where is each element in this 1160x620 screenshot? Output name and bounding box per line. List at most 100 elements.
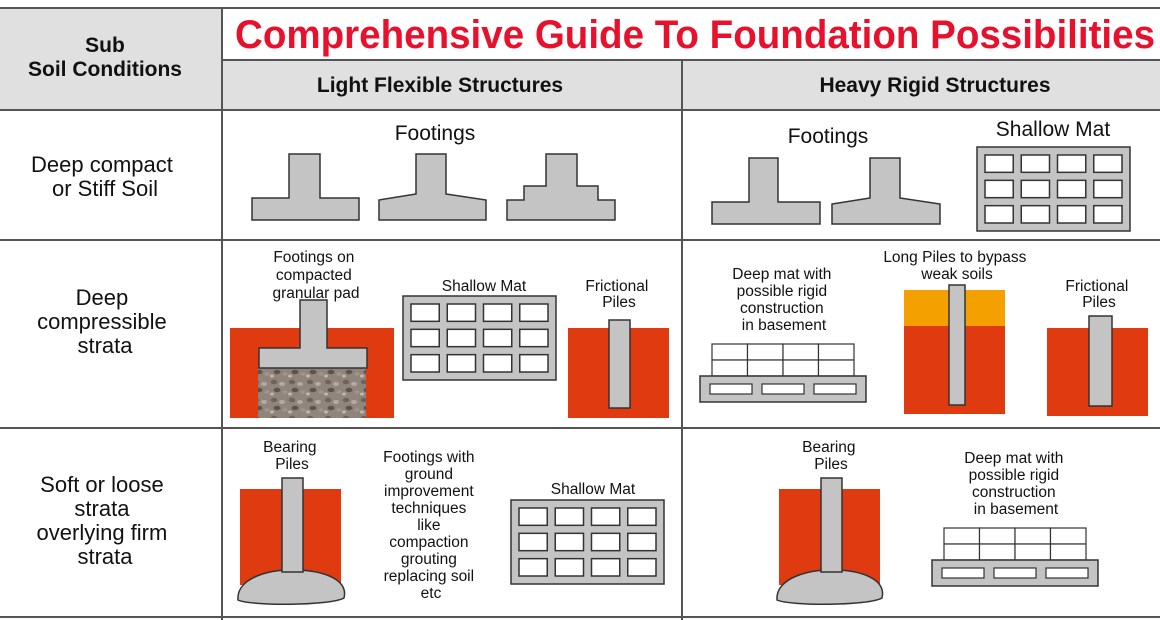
basement-cell bbox=[711, 343, 749, 361]
mat-cell bbox=[446, 328, 477, 348]
pile bbox=[820, 477, 843, 573]
mat-cell bbox=[446, 353, 477, 373]
basement-cell bbox=[1014, 543, 1052, 561]
basement-cell bbox=[978, 527, 1016, 545]
basement-cell bbox=[817, 359, 855, 377]
mat-cell bbox=[984, 204, 1014, 224]
r1-heavy-footings-label: Footings bbox=[788, 125, 869, 148]
mat-cell bbox=[410, 353, 440, 373]
raft-void bbox=[1045, 567, 1089, 579]
basement-cell bbox=[943, 527, 981, 545]
mat-cell bbox=[410, 303, 440, 323]
header-sub: Sub bbox=[85, 34, 125, 57]
r2-long-piles bbox=[904, 284, 1005, 414]
footing-t-shape bbox=[711, 157, 821, 225]
r2-shallow-mat bbox=[402, 295, 557, 381]
mat-cell bbox=[518, 532, 548, 552]
footing-sloped bbox=[831, 157, 941, 225]
r2-light-pad-label: Footings on compacted granular pad bbox=[272, 249, 359, 302]
mat-cell bbox=[590, 507, 621, 527]
mat-cell bbox=[1093, 204, 1123, 224]
firm-strata bbox=[776, 569, 884, 606]
r2-heavy-long-piles-label: Long Piles to bypass weak soils bbox=[883, 249, 1030, 283]
mat-cell bbox=[590, 532, 621, 552]
raft-void bbox=[941, 567, 985, 579]
header-heavy-rigid: Heavy Rigid Structures bbox=[819, 74, 1050, 97]
header-light-flexible: Light Flexible Structures bbox=[317, 74, 563, 97]
row-label-deep-compact: Deep compact or Stiff Soil bbox=[31, 152, 179, 201]
basement-cell bbox=[817, 343, 855, 361]
r3-light-bearing-piles bbox=[237, 477, 346, 606]
pile bbox=[608, 319, 631, 409]
r2-granular-pad-footing bbox=[230, 299, 394, 418]
basement-cell bbox=[943, 543, 981, 561]
mat-cell bbox=[554, 507, 585, 527]
mat-cell bbox=[984, 179, 1014, 199]
r2-heavy-deepmat-label: Deep mat with possible rigid constructio… bbox=[732, 266, 835, 334]
raft-void bbox=[993, 567, 1037, 579]
basement-cell bbox=[746, 359, 784, 377]
r1-heavy-footings bbox=[711, 157, 941, 225]
mat-cell bbox=[482, 353, 513, 373]
r1-heavy-mat-label: Shallow Mat bbox=[996, 118, 1111, 141]
basement-cell bbox=[978, 543, 1016, 561]
mat-cell bbox=[1093, 154, 1123, 174]
footing-sloped bbox=[378, 153, 487, 221]
mat-cell bbox=[1056, 154, 1087, 174]
page-title: Comprehensive Guide To Foundation Possib… bbox=[235, 13, 1155, 57]
basement-cell bbox=[1049, 543, 1087, 561]
basement-cell bbox=[782, 359, 820, 377]
mat-cell bbox=[1056, 204, 1087, 224]
mat-cell bbox=[554, 532, 585, 552]
row-label-deep-compressible: Deep compressible strata bbox=[37, 285, 173, 358]
raft-void bbox=[761, 383, 805, 395]
r3-heavy-bearing-piles bbox=[776, 477, 884, 606]
mat-cell bbox=[627, 532, 657, 552]
r3-light-improvement-label: Footings with ground improvement techniq… bbox=[383, 449, 479, 602]
header-soil-conditions: Soil Conditions bbox=[28, 58, 182, 81]
r3-deep-mat bbox=[931, 527, 1099, 587]
r2-heavy-piles-label: Frictional Piles bbox=[1065, 278, 1132, 311]
firm-strata bbox=[237, 569, 346, 606]
r1-light-footings bbox=[251, 153, 616, 221]
pile bbox=[948, 284, 966, 406]
r2-light-mat-label: Shallow Mat bbox=[442, 278, 527, 295]
r3-light-bearing-label: Bearing Piles bbox=[263, 439, 321, 473]
mat-cell bbox=[518, 557, 548, 577]
r2-light-frictional-piles bbox=[568, 319, 669, 418]
r3-light-mat-label: Shallow Mat bbox=[551, 481, 636, 498]
gravel-pad bbox=[258, 368, 366, 418]
table-grid bbox=[0, 7, 1160, 620]
pile bbox=[281, 477, 304, 573]
basement-cell bbox=[1049, 527, 1087, 545]
mat-cell bbox=[446, 303, 477, 323]
mat-cell bbox=[554, 557, 585, 577]
mat-cell bbox=[482, 328, 513, 348]
pile bbox=[1088, 315, 1113, 407]
mat-cell bbox=[1020, 154, 1051, 174]
mat-cell bbox=[519, 328, 549, 348]
raft-void bbox=[813, 383, 857, 395]
r1-light-footings-label: Footings bbox=[395, 122, 476, 145]
title-background bbox=[222, 8, 1160, 60]
r3-heavy-bearing-label: Bearing Piles bbox=[802, 439, 860, 473]
mat-cell bbox=[482, 303, 513, 323]
raft-void bbox=[709, 383, 753, 395]
basement-cell bbox=[746, 343, 784, 361]
mat-cell bbox=[590, 557, 621, 577]
r2-light-piles-label: Frictional Piles bbox=[585, 278, 652, 311]
footing-stepped bbox=[506, 153, 616, 221]
mat-cell bbox=[1056, 179, 1087, 199]
footing-t-shape bbox=[251, 153, 360, 221]
mat-cell bbox=[519, 353, 549, 373]
mat-cell bbox=[1093, 179, 1123, 199]
basement-cell bbox=[782, 343, 820, 361]
footing bbox=[258, 299, 368, 369]
r3-shallow-mat bbox=[510, 499, 665, 585]
r2-deep-mat bbox=[699, 343, 867, 403]
mat-cell bbox=[410, 328, 440, 348]
mat-cell bbox=[984, 154, 1014, 174]
row-label-soft-loose: Soft or loose strata overlying firm stra… bbox=[37, 472, 174, 569]
